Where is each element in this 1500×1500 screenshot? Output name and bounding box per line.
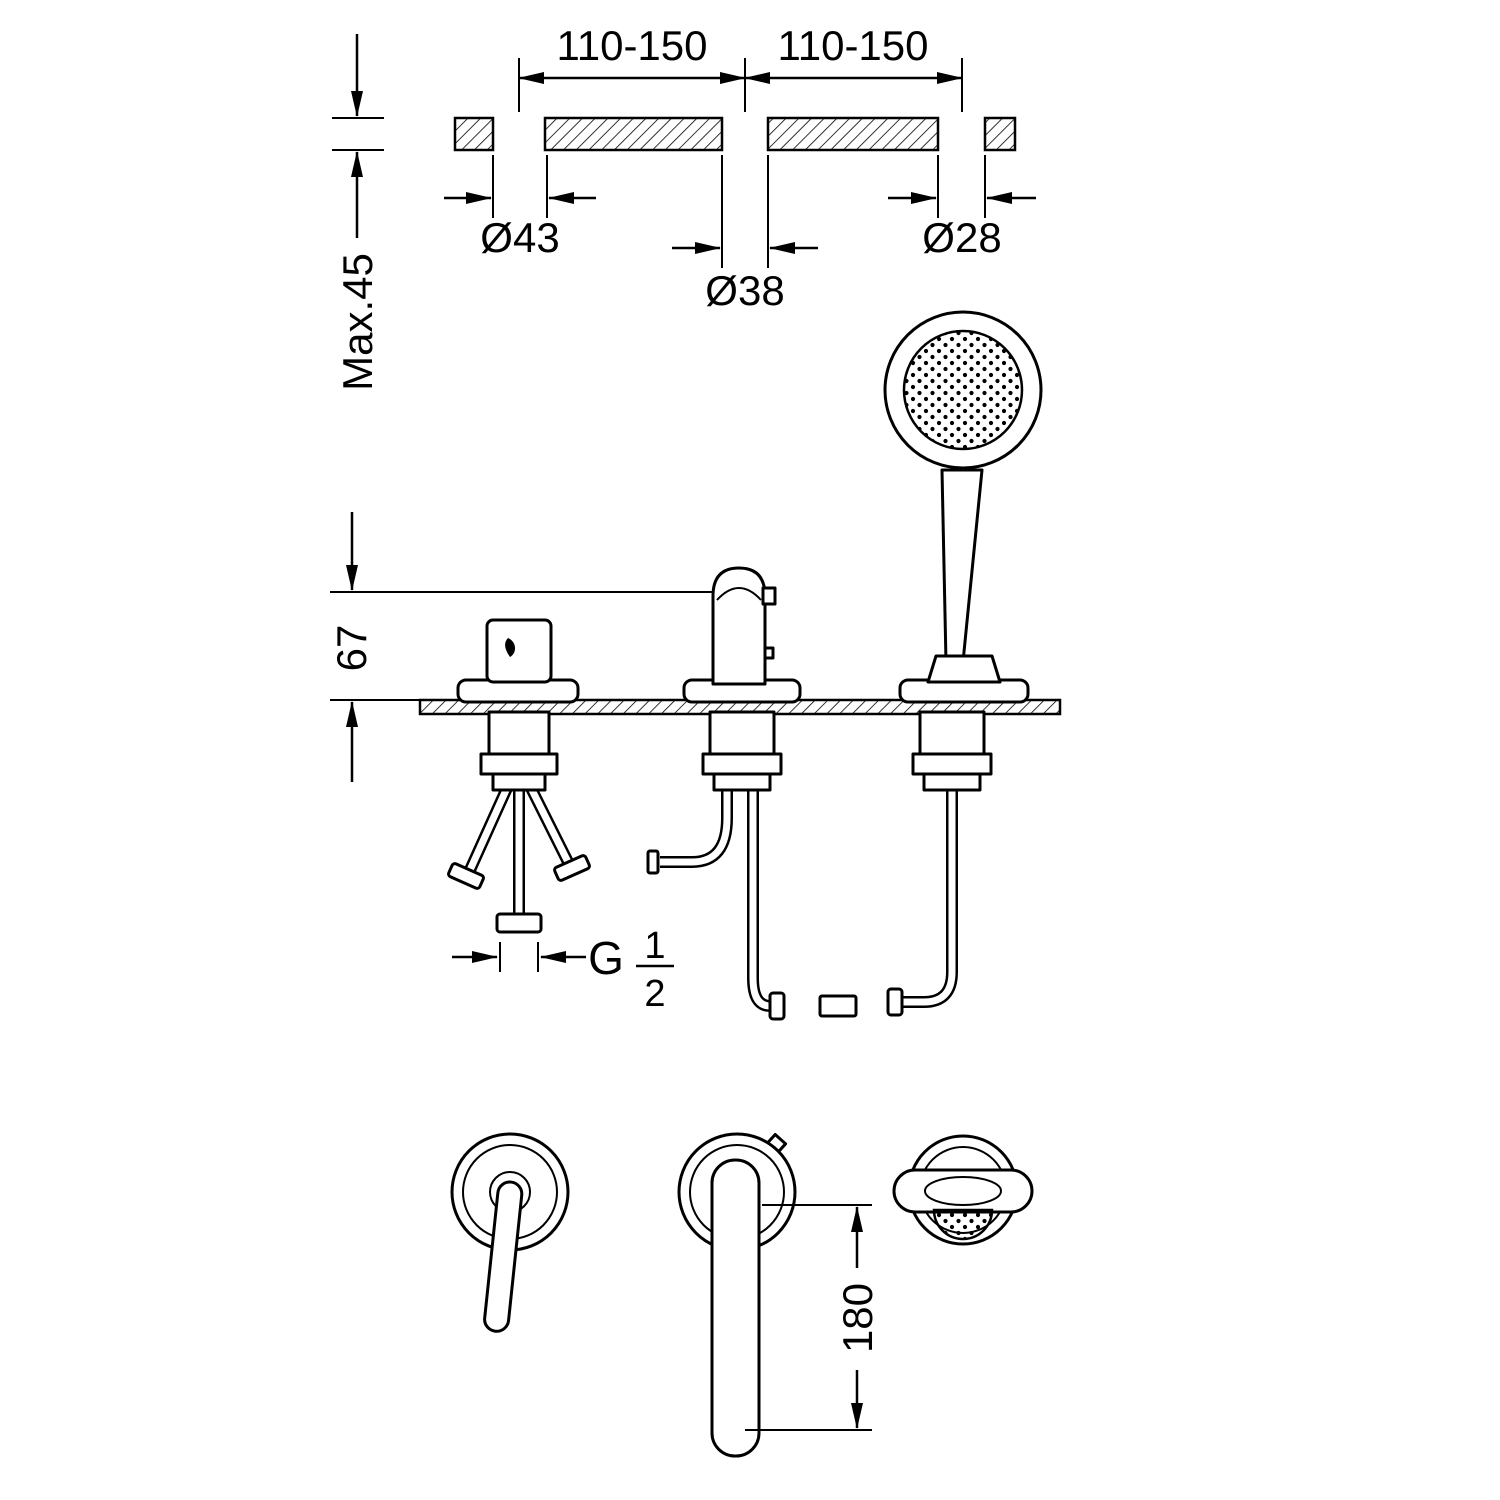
shower-spray-face: [902, 329, 1024, 451]
pipe-end-cap: [768, 991, 786, 1021]
shower-cradle: [926, 654, 1002, 684]
set-screw: [763, 646, 775, 660]
spout-bar: [710, 1158, 761, 1458]
dim-label-dia-right: Ø28: [922, 214, 1001, 261]
shower-handle: [940, 468, 984, 664]
spout-dome-line: [716, 587, 762, 601]
spout-column: [711, 566, 767, 686]
mounting-nut: [479, 752, 559, 776]
spout-nose: [761, 586, 777, 606]
dim-label-spacing-left: 110-150: [556, 22, 707, 69]
spout-front-view: [677, 1132, 797, 1458]
dim-hole-dia-left: Ø43: [444, 155, 596, 261]
shower-shank: [918, 710, 986, 756]
hand-shower-side-view: [883, 310, 1043, 1017]
mounting-nut: [701, 752, 783, 776]
dim-label-dia-center: Ø38: [705, 267, 784, 314]
spout-side-view: [646, 566, 858, 1021]
dim-label-spout-reach: 180: [834, 1283, 881, 1353]
deck-segment: [543, 116, 724, 152]
deck-segment: [453, 116, 495, 152]
dim-label-thread-letter: G: [588, 932, 624, 984]
dim-hole-dia-right: Ø28: [888, 155, 1036, 261]
valve-stem: [491, 772, 547, 792]
dim-label-body-height: 67: [328, 625, 375, 672]
handle-marker: [505, 638, 516, 657]
dim-thread: G 1 2: [452, 925, 674, 1015]
dim-label-dia-left: Ø43: [480, 214, 559, 261]
shank-stem: [712, 772, 772, 792]
dim-spout-reach: 180: [745, 1204, 881, 1431]
shank-stem: [922, 772, 982, 792]
shower-face-edge: [932, 1208, 994, 1241]
dim-hole-spacing: 110-150 110-150: [518, 22, 963, 112]
supply-fitting: [553, 854, 591, 882]
pipe-end-cap: [886, 987, 904, 1017]
mixer-front-view: [450, 1132, 570, 1333]
handle-knob: [485, 618, 553, 684]
thread-fitting: [495, 912, 543, 934]
dim-label-thread-denominator: 2: [644, 973, 665, 1015]
mixer-handle-side-view: [447, 618, 591, 934]
deck-cross-section: [453, 116, 1017, 152]
hose-connector: [818, 994, 858, 1018]
dim-deck-thickness: Max.45: [332, 34, 384, 391]
mounting-nut: [911, 752, 993, 776]
mixer-lever: [483, 1180, 524, 1333]
holder-socket: [924, 1176, 1002, 1206]
dim-label-deck-thickness: Max.45: [334, 253, 381, 391]
dim-body-height: 67: [328, 512, 375, 782]
spout-shank: [708, 710, 776, 756]
dim-hole-dia-center: Ø38: [672, 155, 818, 314]
dim-label-spacing-right: 110-150: [777, 22, 928, 69]
valve-body: [487, 710, 551, 756]
deck-segment: [766, 116, 940, 152]
pipe-end-cap: [646, 849, 660, 875]
supply-fitting: [447, 862, 485, 890]
deck-segment: [983, 116, 1017, 152]
dim-label-thread-numerator: 1: [644, 925, 665, 967]
holder-front-view: [892, 1134, 1034, 1246]
